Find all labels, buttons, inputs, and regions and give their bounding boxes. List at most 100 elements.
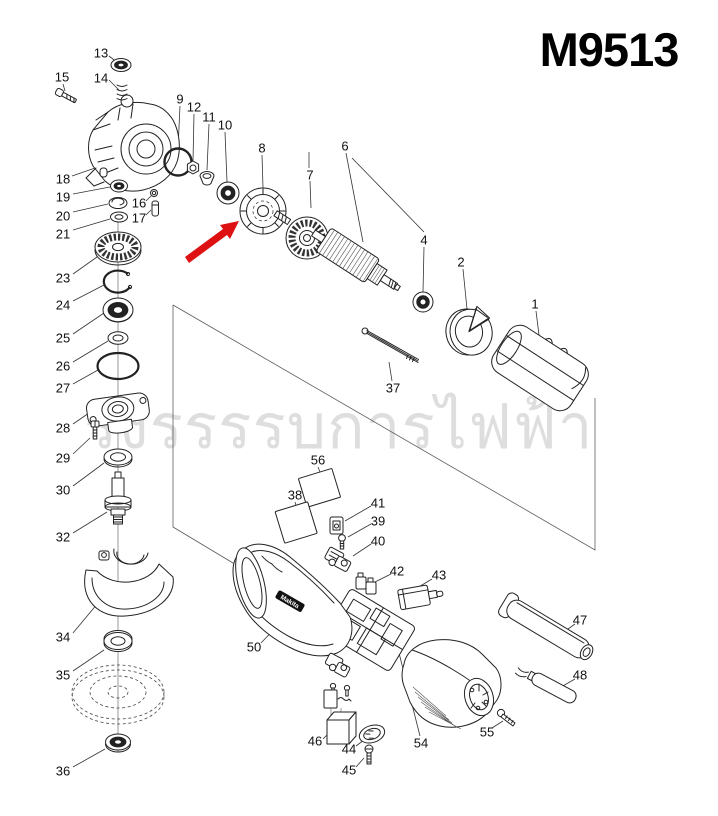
part-6-armature [311,228,401,292]
callout-15-leader [62,83,66,92]
callout-36-leader [72,748,106,768]
part-8-bearing-retainer [239,187,287,235]
part-24-snap-ring [102,269,133,294]
part-13-bearing [110,58,132,72]
model-number-title: M9513 [539,23,680,76]
callout-8-leader [261,154,264,189]
callout-2-leader [462,268,468,310]
callout-21-leader [72,218,111,231]
part-number-24: 24 [56,298,70,313]
callout-20-leader [72,203,109,213]
part-16-ring [150,189,158,197]
callout-40-leader [352,543,372,557]
callout-26-leader [72,340,109,363]
part-number-17: 17 [132,211,146,226]
part-number-44: 44 [342,742,356,757]
part-number-7: 7 [306,168,313,183]
callout-14-leader [108,79,120,91]
part-20-washer [108,197,128,209]
part-38-label [274,501,318,544]
part-number-1: 1 [531,297,538,312]
callout-7-leader [309,180,312,209]
part-number-23: 23 [56,271,70,286]
part-number-29: 29 [56,451,70,466]
part-number-39: 39 [371,514,385,529]
callout-4-leader [422,246,425,293]
part-number-21: 21 [56,227,70,242]
part-30-washer [103,448,133,468]
callout-35-leader [72,649,105,672]
part-number-25: 25 [56,331,70,346]
part-number-32: 32 [56,530,70,545]
part-18-pin [99,167,108,178]
part-54-motor-housing-rear [401,639,502,730]
callout-19-leader [72,186,111,195]
part-number-55: 55 [480,725,494,740]
part-number-18: 18 [56,172,70,187]
callout-37-leader [388,361,393,382]
part-number-42: 42 [390,564,404,579]
part-47-side-grip [498,592,594,661]
gear-housing-part [85,94,180,192]
part-4-ball-bearing [412,291,434,313]
red-arrow-annotation [185,221,239,263]
callout-32-leader [72,511,108,534]
part-number-16: 16 [132,196,146,211]
part-23-gear [94,231,142,266]
part-number-34: 34 [56,630,70,645]
part-56-name-plate [298,468,341,508]
part-10-ball-bearing [216,181,240,205]
part-number-43: 43 [432,568,446,583]
part-32-spindle [104,471,132,525]
grinding-wheel-phantom [71,664,165,725]
callout-28-leader [72,412,90,425]
part-number-14: 14 [94,71,108,86]
callout-29-leader [72,437,91,455]
part-11-cone-washer [199,171,215,186]
callout-23-leader [72,256,98,275]
part-number-9: 9 [176,92,183,107]
watermark-text: รงรรรรบการไฟฟ้า [84,390,594,463]
callout-41-leader [344,505,372,522]
part-42-terminal-block [355,572,377,595]
callout-24-leader [72,284,105,302]
part-37-bolt [361,327,419,363]
part-12-nut [186,160,200,175]
part-43-switch [397,584,444,610]
part-number-2: 2 [457,255,464,270]
part-number-4: 4 [420,233,427,248]
part-number-48: 48 [573,668,587,683]
callout-42-leader [374,573,392,583]
part-2-baffle-plate [445,305,493,356]
callout-16-leader [145,195,152,202]
part-45-screw [364,744,374,765]
part-48-cord-guard [514,667,577,704]
part-number-20: 20 [56,209,70,224]
part-number-6: 6 [341,139,348,154]
part-46-carbon-brush [323,689,357,745]
callout-12-leader [192,113,195,162]
part-number-56: 56 [311,453,325,468]
part-number-36: 36 [56,764,70,779]
part-number-13: 13 [94,46,108,61]
part-number-12: 12 [187,100,201,115]
callout-10-leader [224,131,228,183]
part-35-inner-flange [103,630,133,652]
part-number-40: 40 [371,534,385,549]
part-25-bearing [102,297,134,323]
part-28-bearing-box [86,392,150,434]
callout-18-leader [71,166,99,177]
part-44-holder-cap [358,724,386,744]
part-number-8: 8 [258,141,265,156]
part-number-19: 19 [56,190,70,205]
lower-brush-holder [324,652,351,678]
part-number-45: 45 [342,763,356,778]
switch-frame-assembly [325,589,415,671]
part-number-47: 47 [573,613,587,628]
part-number-54: 54 [414,736,428,751]
part-number-46: 46 [308,734,322,749]
part-number-35: 35 [56,668,70,683]
